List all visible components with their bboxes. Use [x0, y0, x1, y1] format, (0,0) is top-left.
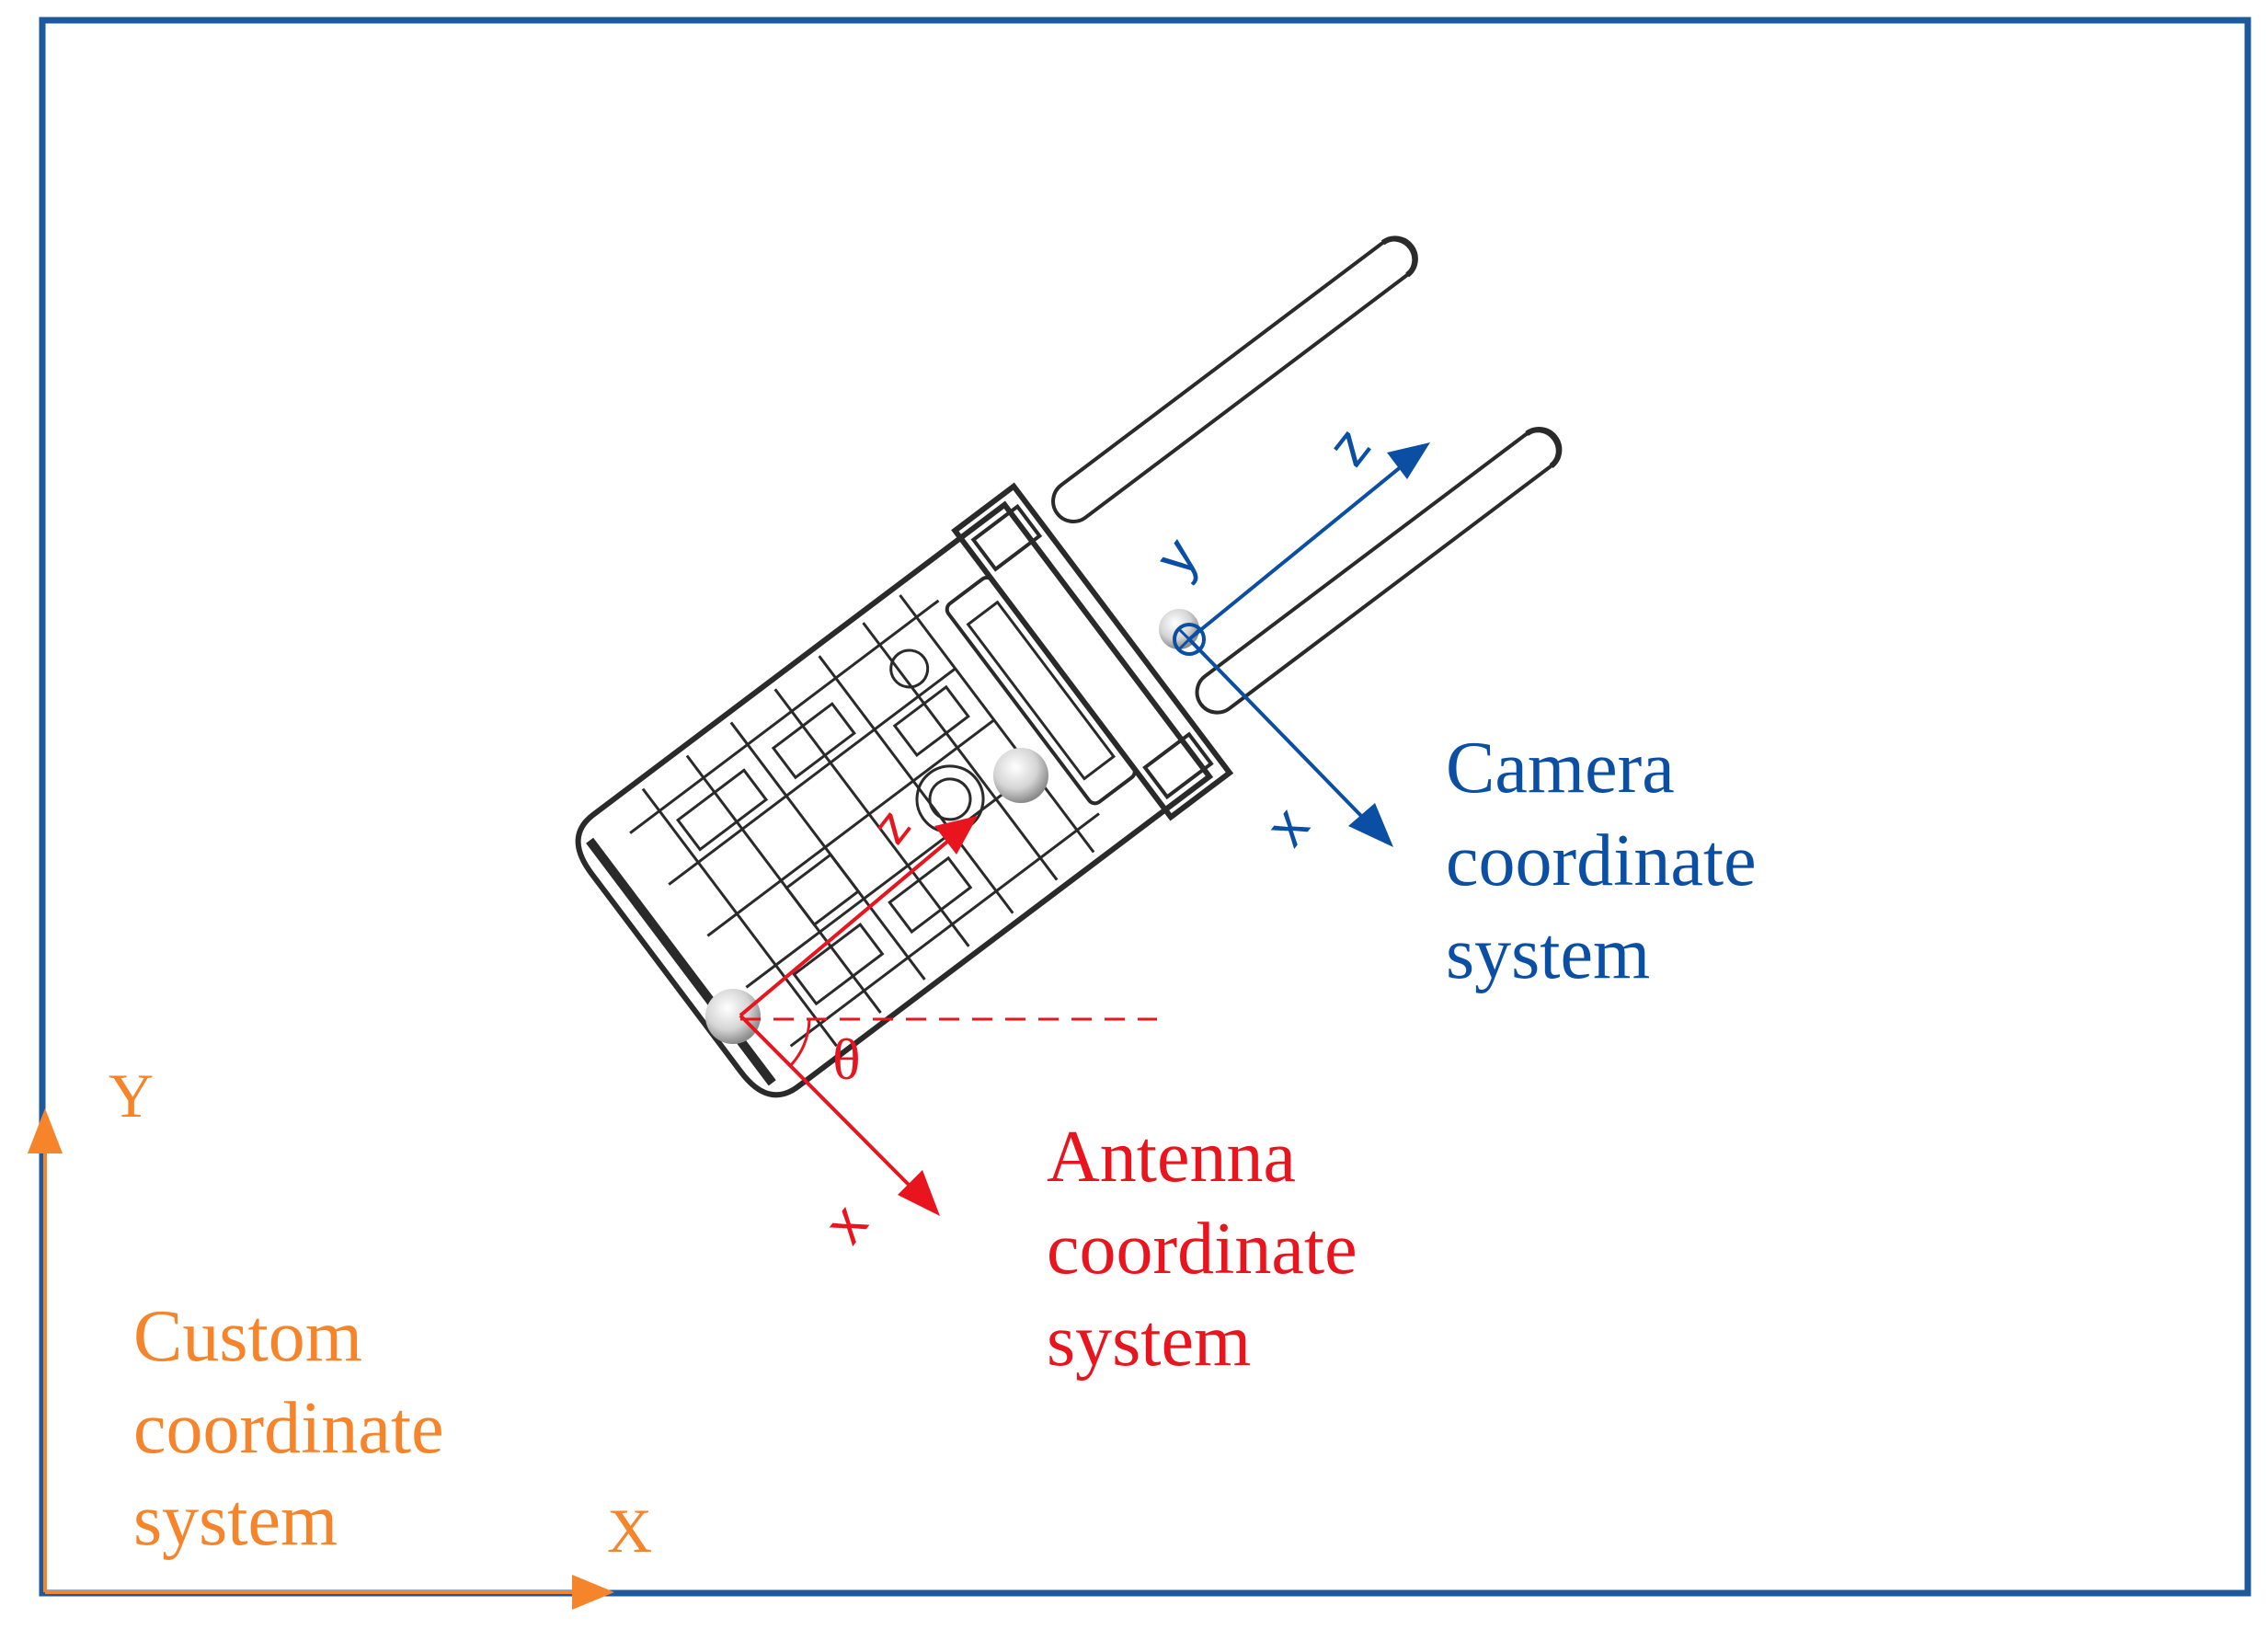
antenna-x-axis [739, 1014, 912, 1188]
custom-system-label-line-3: system [133, 1480, 338, 1561]
camera-system-label-line-3: system [1446, 913, 1651, 994]
antenna-x-arrowhead [898, 1170, 940, 1216]
antenna-axes [739, 816, 1157, 1216]
custom-x-axis-label: X [607, 1496, 653, 1566]
custom-axes [28, 1108, 614, 1610]
marker-sphere-icon [705, 989, 761, 1044]
antenna-angle-label: θ [832, 1027, 861, 1092]
custom-y-axis-label: Y [109, 1061, 155, 1130]
marker-sphere-icon [993, 748, 1048, 803]
camera-x-axis [1187, 637, 1363, 818]
antenna-system-label-line-1: Antenna [1047, 1117, 1297, 1198]
custom-system-label-line-2: coordinate [133, 1388, 444, 1469]
chassis-frame [629, 594, 1100, 1048]
antenna-z-arrowhead [934, 816, 978, 855]
angle-arc [787, 1018, 811, 1069]
camera-axes [1173, 442, 1430, 847]
outer-frame [39, 17, 2251, 1597]
antenna-system-label-line-3: system [1047, 1301, 1252, 1382]
antenna-z-axis [739, 840, 949, 1017]
camera-system-label-line-1: Camera [1446, 728, 1675, 809]
camera-x-arrowhead [1348, 803, 1393, 847]
custom-x-arrowhead [572, 1575, 614, 1610]
custom-y-arrowhead [28, 1108, 63, 1153]
axis-into-page-icon [1173, 623, 1206, 656]
camera-z-arrowhead [1387, 442, 1430, 479]
camera-system-label-line-2: coordinate [1446, 820, 1757, 901]
antenna-system-label-line-2: coordinate [1047, 1209, 1357, 1290]
custom-system-label-line-1: Custom [133, 1296, 362, 1377]
forklift-vehicle-icon [575, 235, 1563, 1098]
fork-tines [1051, 235, 1563, 715]
camera-z-axis [1187, 464, 1404, 641]
